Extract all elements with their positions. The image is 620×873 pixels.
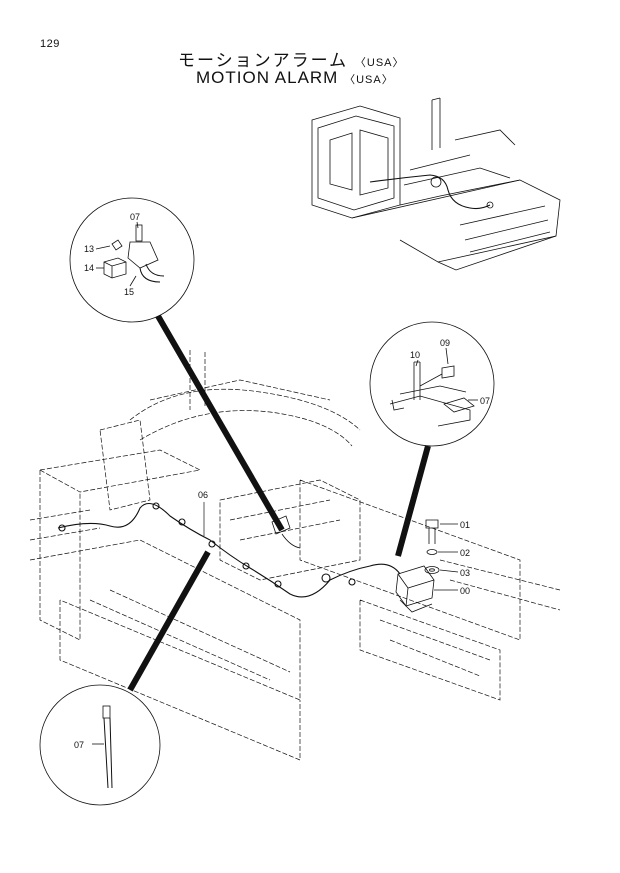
part-label: 02 — [460, 548, 470, 558]
region-tag-jp: 〈USA〉 — [354, 57, 405, 69]
callout-label: 10 — [410, 350, 420, 360]
pointer-top-left — [155, 314, 285, 532]
part-label: 03 — [460, 568, 470, 578]
pointer-right — [395, 445, 431, 557]
main-part-labels: 06 01 02 03 00 — [198, 490, 470, 596]
callout-label: 14 — [84, 263, 94, 273]
detail-circle-bottom-left — [39, 684, 161, 806]
page-number: 129 — [40, 38, 60, 50]
callout-label: 07 — [130, 212, 140, 222]
title-jp-text: モーションアラーム — [178, 51, 349, 70]
callout-label: 09 — [440, 338, 450, 348]
title-english: MOTION ALARM 〈USA〉 — [196, 68, 394, 88]
callout-label: 15 — [124, 287, 134, 297]
callout-label: 07 — [74, 740, 84, 750]
callout-labels-bottom-left: 07 — [74, 740, 84, 750]
part-label: 06 — [198, 490, 208, 500]
part-label: 01 — [460, 520, 470, 530]
pointer-bottom-left — [127, 550, 211, 692]
wire-harness — [57, 502, 401, 598]
part-label: 00 — [460, 586, 470, 596]
main-frame — [29, 350, 561, 761]
bolt-and-washers — [424, 519, 440, 574]
motion-alarm-unit — [395, 565, 435, 613]
callout-labels-right: 09 10 07 — [410, 338, 490, 406]
region-tag-en: 〈USA〉 — [344, 74, 394, 86]
callout-label: 07 — [480, 396, 490, 406]
title-japanese: モーションアラーム 〈USA〉 — [178, 46, 405, 71]
detail-circle-right — [369, 321, 495, 447]
alarm-connector — [271, 515, 301, 549]
callout-label: 13 — [84, 244, 94, 254]
title-en-text: MOTION ALARM — [196, 68, 339, 87]
detail-circle-top-left — [69, 197, 195, 323]
callout-labels-top-left: 07 13 14 15 — [84, 212, 140, 297]
main-leaders — [203, 502, 459, 591]
machine-overview — [311, 97, 561, 271]
